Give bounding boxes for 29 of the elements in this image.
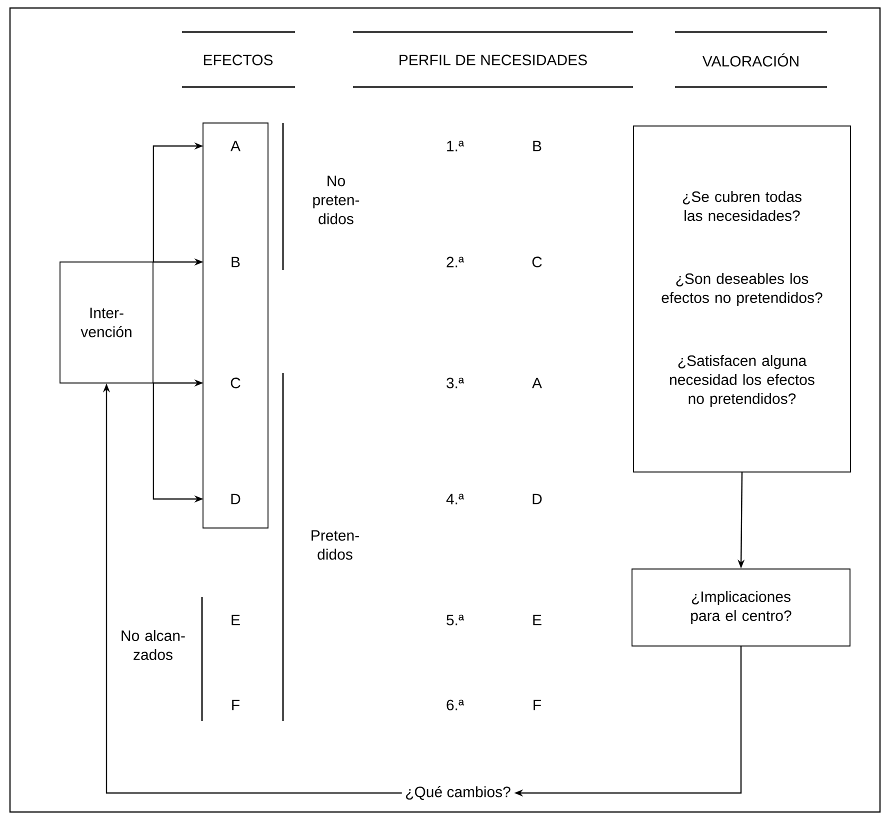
column-header: PERFIL DE NECESIDADES [400, 54, 587, 66]
need-letter: E [533, 614, 542, 626]
question-box: ¿Implicaciones para el centro? [632, 568, 850, 646]
column-header: VALORACIÓN [702, 53, 798, 67]
question-box: ¿Se cubren todas las necesidades? ¿Son deseables los efectos no pretendidos? ¿Satisfacen alguna necesidad los efectos no pretendidos? [633, 126, 851, 472]
bracket-label: No preten- didos [313, 176, 360, 224]
effect-letter: B [232, 256, 240, 268]
rank-number: 1.ª [447, 140, 464, 152]
question-text: ¿Qué cambios? [406, 786, 510, 800]
rank-number: 4.ª [446, 494, 464, 504]
effects-box [202, 122, 268, 528]
bracket-label: Preten- didos [312, 530, 359, 560]
rank-number: 6.ª [446, 700, 464, 710]
need-letter: D [532, 494, 542, 504]
rank-number: 3.ª [446, 378, 464, 388]
process-box: Inter- vención [60, 262, 154, 384]
effect-letter: A [230, 140, 240, 152]
bracket-label: No alcan- zados [122, 630, 185, 660]
effect-letter: F [232, 700, 240, 710]
column-header: EFECTOS [204, 54, 273, 66]
effect-letter: C [230, 378, 240, 388]
need-letter: C [532, 256, 542, 268]
rank-number: 5.ª [446, 614, 464, 626]
rank-number: 2.ª [446, 256, 464, 268]
need-letter: A [532, 378, 542, 388]
need-letter: F [534, 700, 541, 710]
need-letter: B [533, 140, 542, 152]
effect-letter: E [232, 614, 240, 626]
effect-letter: D [231, 494, 240, 504]
